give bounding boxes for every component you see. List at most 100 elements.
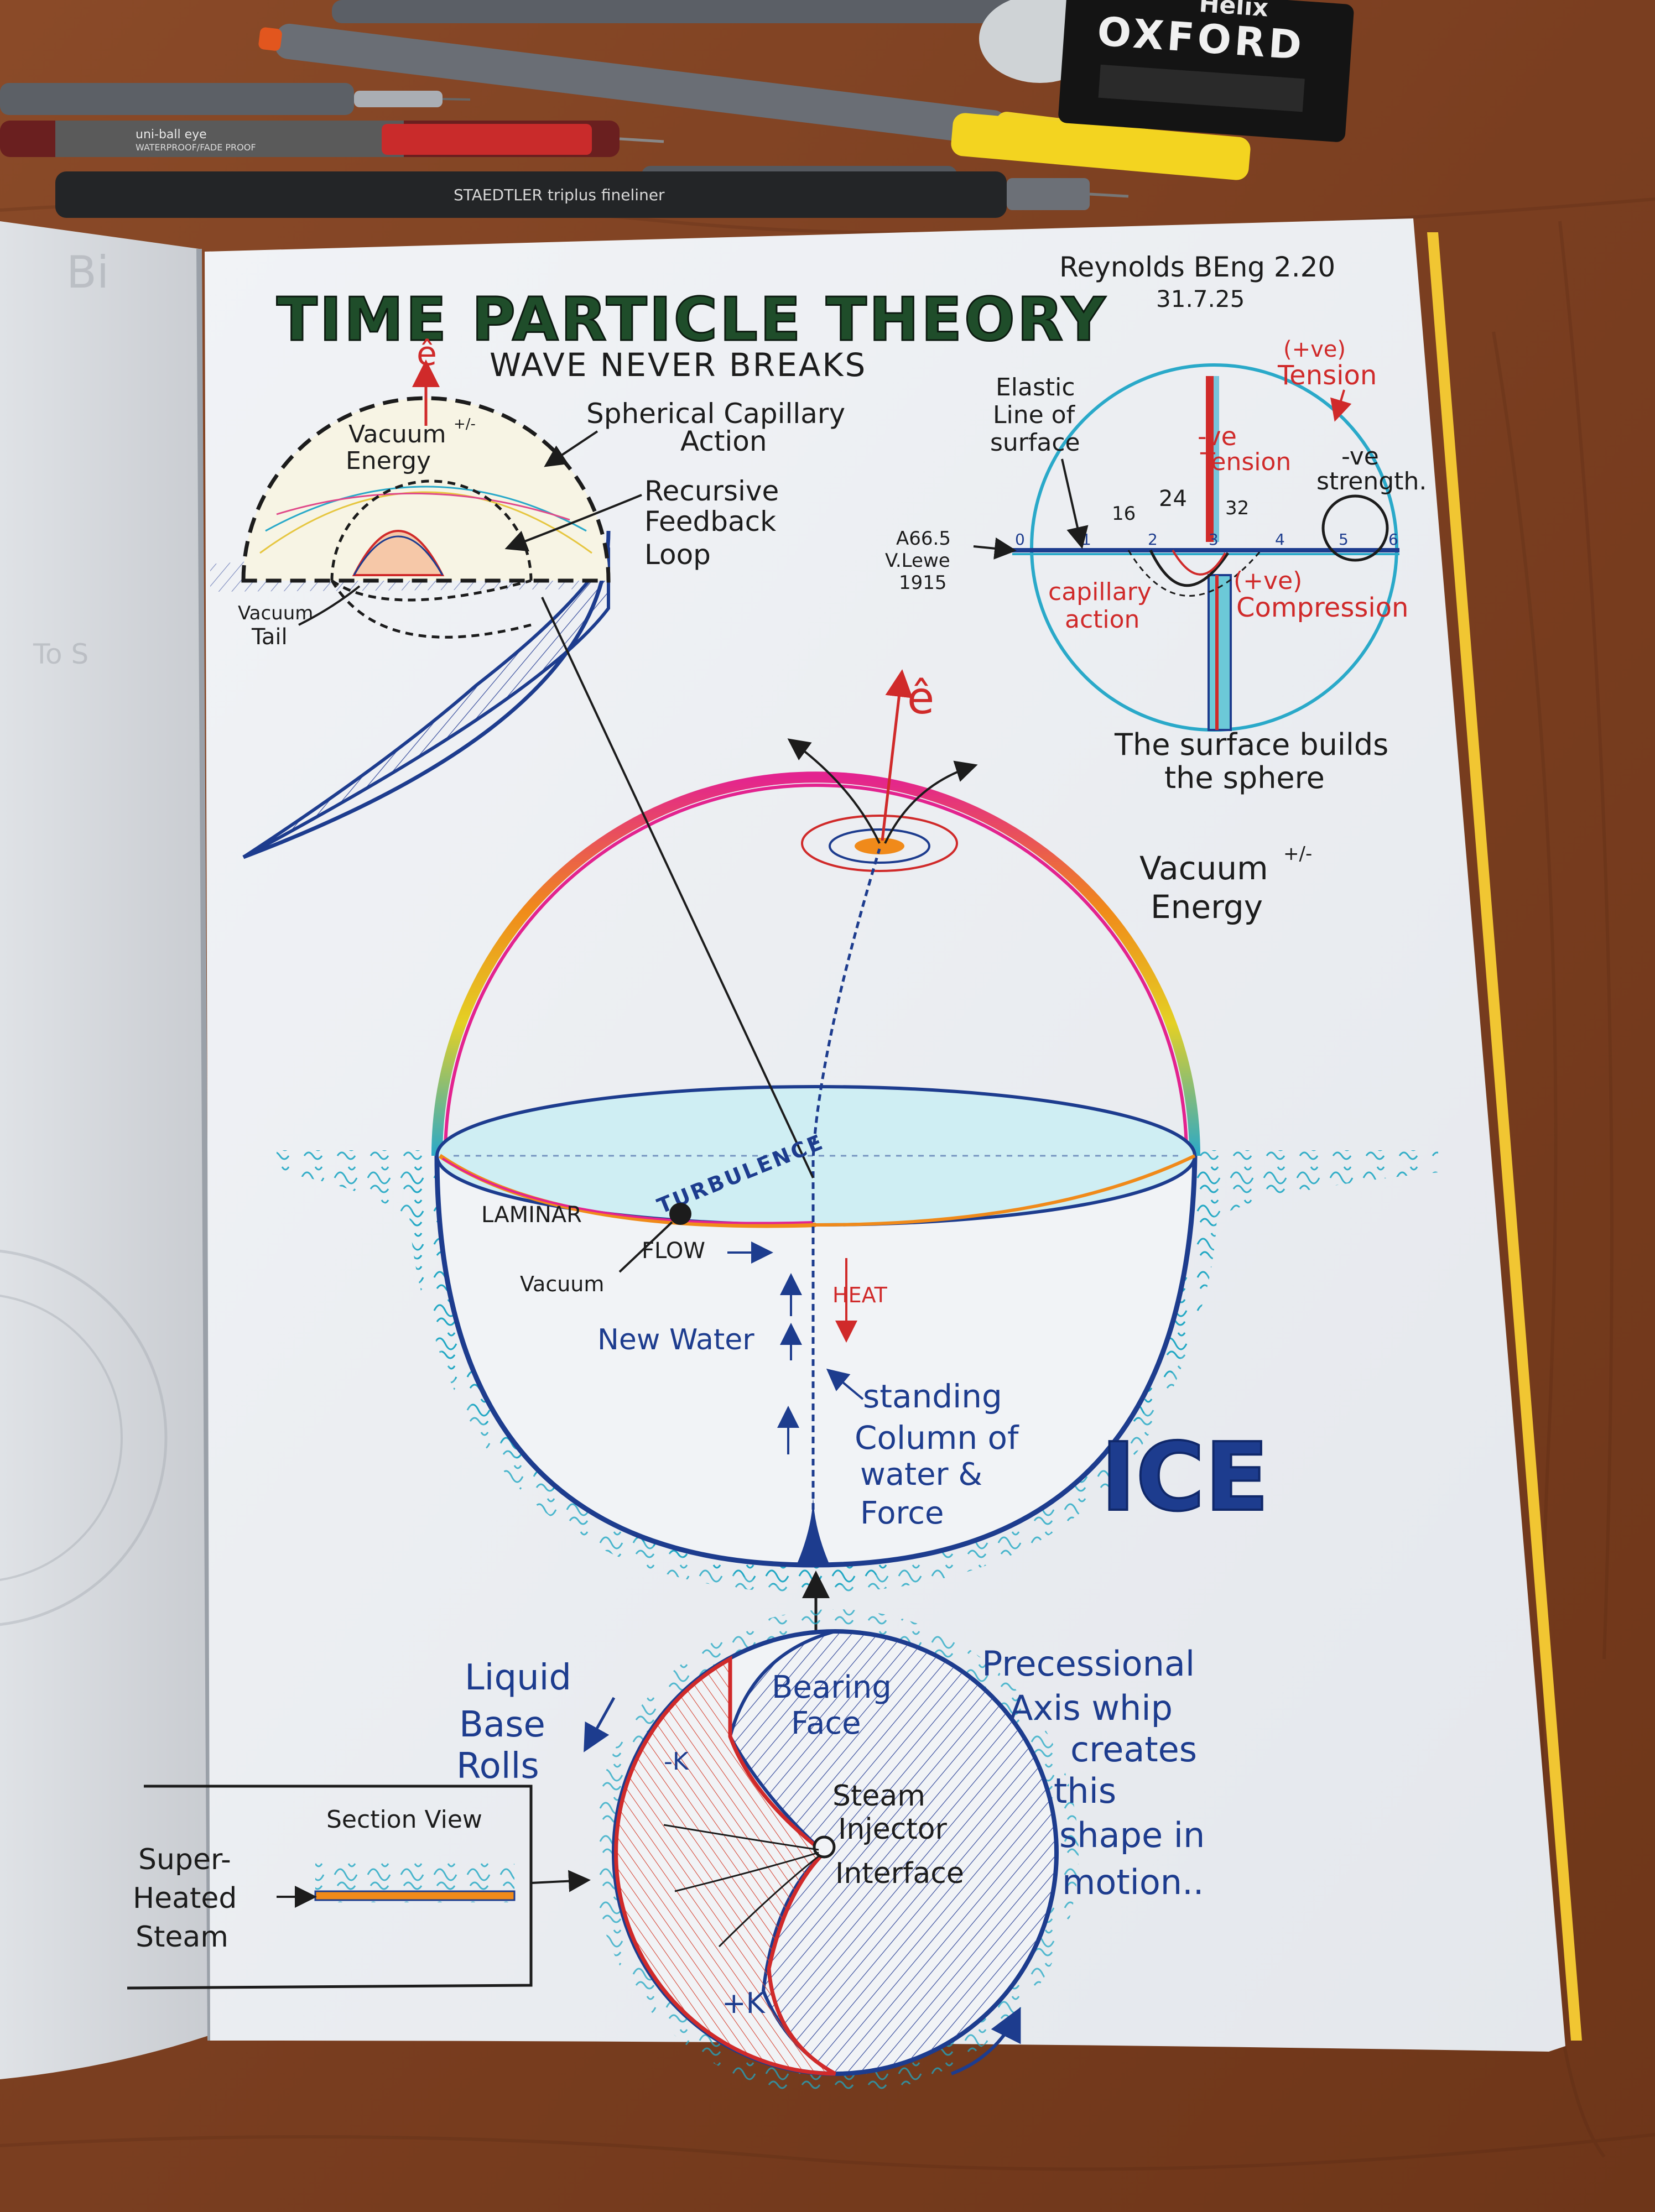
precessional-label-5: shape in — [1059, 1815, 1205, 1855]
precessional-label-3: creates — [1070, 1729, 1197, 1770]
recursive-label-2: Feedback — [644, 505, 776, 538]
vortex-top — [801, 815, 958, 872]
spherical-capillary-label-2: Action — [680, 425, 767, 457]
precessional-label-4: this — [1054, 1771, 1116, 1811]
main-vacuum-label: Vacuum — [1139, 849, 1268, 887]
vacuum-dot — [669, 1203, 691, 1225]
bearing-label: Bearing — [772, 1670, 892, 1705]
main-energy-label: Energy — [1151, 888, 1263, 926]
steam-label: Steam — [832, 1780, 925, 1813]
neg-strength-label-2: strength. — [1316, 467, 1427, 495]
axis-label-5: 5 — [1339, 530, 1349, 549]
axis-label-1: 1 — [1081, 530, 1091, 549]
svg-text:Bi: Bi — [66, 247, 109, 298]
recursive-label-3: Loop — [644, 539, 711, 571]
vacuum-tail-label-2: Tail — [251, 624, 288, 650]
axis-label-2: 2 — [1148, 530, 1158, 549]
inset-pointer-line — [541, 597, 814, 1178]
section-view-box: Section View Super- Heated Steam — [127, 1785, 591, 1990]
liquid-label-2: Base — [459, 1704, 545, 1745]
elastic-label: Elastic — [996, 373, 1075, 401]
recursive-label: Recursive — [644, 475, 779, 507]
grey-pen-3 — [0, 83, 354, 115]
new-water-label: New Water — [597, 1323, 754, 1357]
standing-column-label-2: Column of — [855, 1419, 1019, 1457]
oxford-eraser-box: Helix OXFORD — [979, 0, 1354, 142]
neg-tension-label: -ve — [1198, 421, 1237, 451]
laminar-label: LAMINAR — [481, 1202, 582, 1228]
steam-label-3: Interface — [835, 1857, 964, 1890]
inset-top-left: ê Vacuum +/- Energy Spherical Capillary … — [210, 335, 845, 859]
upper-hemisphere-rainbow — [431, 771, 1200, 1156]
capillary-label-2: action — [1065, 606, 1139, 634]
elastic-label-3: surface — [990, 429, 1080, 457]
pos-k-label: +K — [722, 1987, 766, 2020]
main-e-hat: ê — [907, 672, 934, 724]
capillary-label: capillary — [1048, 578, 1152, 606]
liquid-label-3: Rolls — [456, 1746, 539, 1787]
left-page — [0, 221, 210, 2079]
ice-label: ICE — [1101, 1423, 1269, 1532]
neg-strength-label: -ve — [1341, 442, 1379, 471]
flow-label: FLOW — [642, 1238, 705, 1264]
uniball-label-2: WATERPROOF/FADE PROOF — [136, 142, 256, 153]
section-layer — [314, 1890, 516, 1901]
compression-label-2: Compression — [1236, 592, 1408, 623]
inset-e-hat: ê — [417, 335, 437, 373]
staedtler-pen — [55, 171, 1007, 218]
precessional-label: Precessional — [982, 1644, 1195, 1684]
spherical-capillary-label: Spherical Capillary — [586, 398, 845, 430]
axis-label-6: 6 — [1388, 530, 1398, 549]
n16-label: 16 — [1112, 503, 1136, 525]
vacuum-tail-shape — [242, 547, 610, 859]
rotation-arrow — [950, 2007, 1021, 2075]
bearing-assembly: Bearing Face Steam Injector Interface -K… — [456, 1609, 1205, 2096]
main-sphere: ê TURBULENCE LAMINAR FLOW Vacuum HEAT Ne… — [277, 597, 1438, 1631]
left-page-ghost-text: Bi To S — [0, 247, 168, 1626]
super-heated-label: Super- — [138, 1843, 231, 1876]
neg-k-label: -K — [664, 1747, 689, 1776]
page-subtitle: WAVE NEVER BREAKS — [490, 346, 867, 384]
inner-particle — [352, 530, 445, 576]
inset-vacuum-label: Vacuum — [348, 420, 446, 448]
vacuum-label: Vacuum — [520, 1272, 604, 1296]
pos-tension-label: (+ve) — [1283, 337, 1346, 362]
page-yellow-edge — [1427, 232, 1582, 2041]
svg-text:To S: To S — [33, 638, 89, 670]
pens-group: uni-ball eye WATERPROOF/FADE PROOF STAED… — [0, 0, 1272, 218]
surface-builds-label-2: the sphere — [1164, 760, 1325, 795]
axis-label-3: 3 — [1209, 530, 1219, 549]
precessional-label-2: Axis whip — [1009, 1688, 1173, 1728]
ref-label: A66.5 — [896, 528, 951, 550]
super-heated-label-2: Heated — [133, 1882, 237, 1915]
ref-label-3: 1915 — [899, 572, 947, 594]
liquid-label: Liquid — [465, 1657, 571, 1698]
precessional-label-6: motion.. — [1062, 1862, 1204, 1902]
steam-injector-point — [813, 1835, 836, 1859]
heat-label: HEAT — [832, 1283, 888, 1307]
pos-tension-label-2: Tension — [1277, 360, 1377, 391]
n24-label: 24 — [1159, 486, 1187, 512]
elastic-label-2: Line of — [993, 401, 1076, 429]
inset-energy-label: Energy — [346, 447, 431, 475]
page-title: TIME PARTICLE THEORY — [277, 285, 1107, 354]
super-heated-label-3: Steam — [136, 1921, 228, 1954]
section-view-label: Section View — [326, 1806, 482, 1834]
standing-column-label-3: water & — [860, 1457, 982, 1493]
spine — [196, 248, 213, 2041]
inset-vacuum-sup: +/- — [454, 416, 476, 432]
surface-builds-label: The surface builds — [1114, 727, 1388, 762]
standing-column — [811, 848, 881, 1554]
bearing-label-2: Face — [791, 1705, 861, 1741]
axis-label-0: 0 — [1015, 530, 1025, 549]
axis-label-4: 4 — [1275, 530, 1285, 549]
inset-top-right: 0 1 2 3 4 5 6 16 24 32 (+ve) Tension Ela… — [885, 337, 1427, 795]
steam-label-2: Injector — [838, 1813, 948, 1846]
staedtler-label: STAEDTLER triplus fineliner — [454, 186, 665, 204]
bearing-face — [728, 1629, 1058, 2076]
strength-circle — [1321, 494, 1389, 562]
author: Reynolds BEng 2.20 — [1059, 251, 1335, 283]
date: 31.7.25 — [1156, 285, 1245, 312]
neg-tension-label-2: Tension — [1200, 448, 1291, 476]
compression-label: (+ve) — [1234, 567, 1302, 595]
